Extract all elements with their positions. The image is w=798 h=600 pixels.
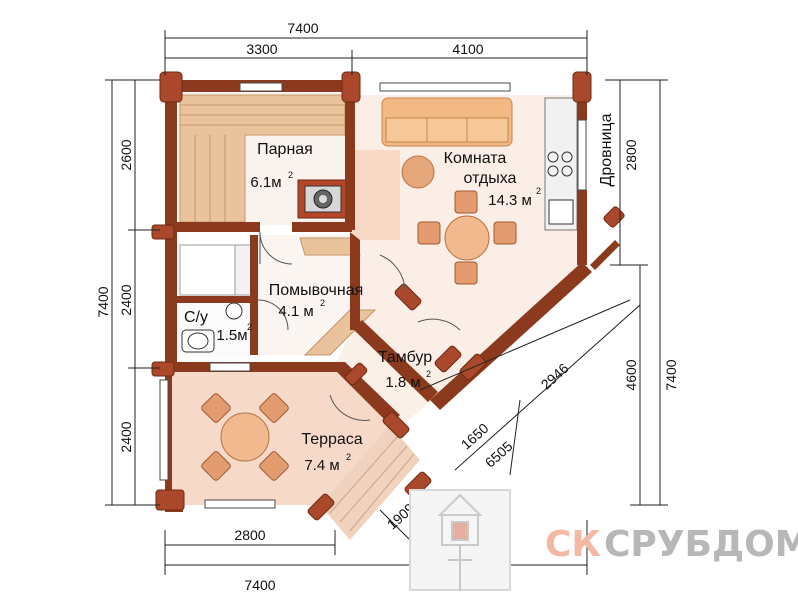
sauna-stove	[297, 179, 349, 219]
toilet-bowl	[187, 332, 209, 350]
room-lounge-name-1: Комната	[444, 150, 507, 167]
dim-right-lower: 4600	[623, 359, 639, 390]
dim-diag-c: 6505	[482, 438, 516, 471]
room-lounge-name-2: отдыха	[464, 170, 517, 187]
wc-sink	[225, 302, 243, 320]
shower-shelf	[234, 244, 252, 296]
room-steam-exp: 2	[288, 170, 293, 180]
windows	[159, 82, 587, 509]
room-wc-name: С/у	[184, 309, 208, 326]
dim-left-top: 2600	[118, 139, 134, 170]
room-lounge-area: 14.3 м	[488, 192, 532, 209]
lounge-tile-zone	[352, 150, 400, 240]
room-terrace-exp: 2	[346, 452, 351, 462]
lantern-logo-icon	[409, 489, 511, 591]
room-terrace-area: 7.4 м	[304, 457, 339, 474]
dimension-lines	[105, 30, 668, 575]
dim-diag-b: 1650	[458, 420, 492, 453]
logo-name: СРУБДОМ	[604, 524, 798, 565]
room-lounge-exp: 2	[536, 186, 541, 196]
dim-diag-a: 2946	[538, 360, 572, 393]
room-terrace-name: Терраса	[301, 431, 362, 448]
room-wc-area: 1.5м	[216, 327, 247, 344]
terrace-steps	[320, 425, 420, 540]
terrace-step-lines	[329, 435, 415, 532]
kitchen-unit	[544, 97, 578, 231]
dim-top-total: 7400	[287, 20, 318, 36]
dim-top-right: 4100	[452, 41, 483, 57]
door-swings	[257, 231, 461, 421]
wash-room-floor	[255, 235, 352, 355]
room-steam-name: Парная	[257, 141, 313, 158]
vestibule-floor	[330, 330, 432, 432]
coffee-table	[401, 155, 435, 189]
shower-tray	[179, 244, 236, 296]
room-woodshed-name: Дровница	[598, 113, 615, 186]
room-vestibule-exp: 2	[426, 369, 431, 379]
room-vestibule-area: 1.8 м	[385, 374, 420, 391]
logo-prefix: СК	[545, 524, 601, 565]
lounge-dining-set	[417, 190, 517, 285]
dim-left-middle: 2400	[118, 284, 134, 315]
dim-right-total: 7400	[663, 359, 679, 390]
dim-bottom-total: 7400	[244, 577, 275, 593]
dim-bottom-left: 2800	[234, 527, 265, 543]
room-wash-exp: 2	[320, 298, 325, 308]
woodshed-wall	[590, 240, 620, 270]
dim-right-upper: 2800	[623, 139, 639, 170]
room-wc-exp: 2	[247, 322, 252, 332]
dim-left-total: 7400	[95, 286, 111, 317]
sofa	[381, 97, 513, 147]
log-ends	[151, 71, 625, 521]
room-vestibule-name: Тамбур	[378, 349, 432, 366]
room-wash-name: Помывочная	[269, 282, 364, 299]
dim-top-left: 3300	[246, 41, 277, 57]
dim-left-bottom: 2400	[118, 421, 134, 452]
room-steam-area: 6.1м	[250, 174, 281, 191]
room-wash-area: 4.1 м	[278, 303, 313, 320]
terrace-dining-set	[201, 393, 289, 481]
